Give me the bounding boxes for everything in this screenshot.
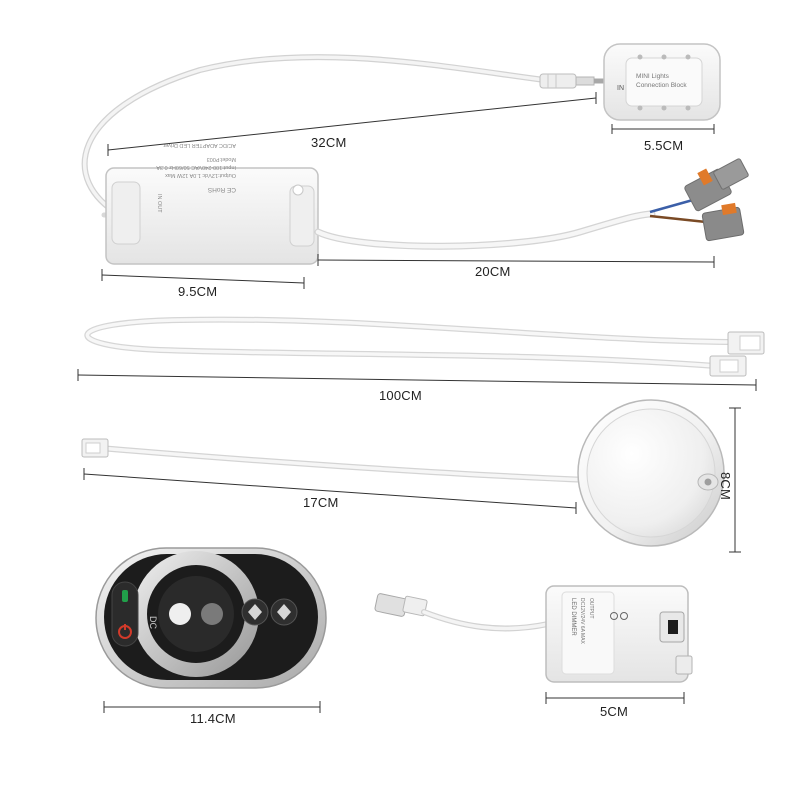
driver-line2: Model:P003 xyxy=(207,156,236,162)
connection-block: MINI Lights Connection Block IN xyxy=(603,43,721,121)
driver-marks: CE RoHS xyxy=(207,186,236,193)
dimmer-line3: OUTPUT xyxy=(588,598,594,619)
driver-output-cable xyxy=(314,196,707,250)
led-driver: CE RoHS Output:12Vdc 1.0A 12W Max Input:… xyxy=(105,142,319,265)
dimmer-line1: LED DIMMER xyxy=(570,598,576,636)
block-port-label: IN xyxy=(617,85,624,92)
dimension-100cm: 100CM xyxy=(379,388,422,403)
remote-control: DC xyxy=(95,547,327,689)
dimmer-line2: DC12V/24V 6A MAX xyxy=(579,598,585,645)
puck-light xyxy=(577,399,725,547)
dimension-32cm: 32CM xyxy=(311,135,347,150)
top-cable xyxy=(81,54,563,218)
dc-plug xyxy=(539,73,606,89)
driver-line1: AC/DC ADAPTER LED Driver xyxy=(163,142,236,148)
remote-dc-label: DC xyxy=(148,616,158,629)
driver-line4: Output:12Vdc 1.0A 12W Max xyxy=(165,172,236,178)
block-title-2: Connection Block xyxy=(636,82,687,89)
dimension-11-4cm: 11.4CM xyxy=(190,711,236,726)
driver-line3: Input:100-240VAC 50/60Hz 0.3A xyxy=(156,164,236,170)
dimension-lines xyxy=(77,92,757,713)
dimmer-cable xyxy=(374,593,551,632)
dimension-17cm: 17CM xyxy=(303,495,339,510)
puck-cable xyxy=(81,438,593,483)
wago-connector-top xyxy=(684,158,749,212)
dimension-5-5cm: 5.5CM xyxy=(644,138,684,153)
dimension-5cm: 5CM xyxy=(600,704,629,719)
dimension-9-5cm: 9.5CM xyxy=(178,284,218,299)
dimension-20cm: 20CM xyxy=(475,264,511,279)
led-dimmer: LED DIMMER DC12V/24V 6A MAX OUTPUT xyxy=(545,585,693,683)
block-title-1: MINI Lights xyxy=(636,73,670,80)
dimension-8cm: 8CM xyxy=(718,472,733,501)
driver-side-label: IN OUT xyxy=(156,194,162,213)
extension-cable xyxy=(84,316,765,377)
wago-connector-bottom xyxy=(701,202,745,242)
